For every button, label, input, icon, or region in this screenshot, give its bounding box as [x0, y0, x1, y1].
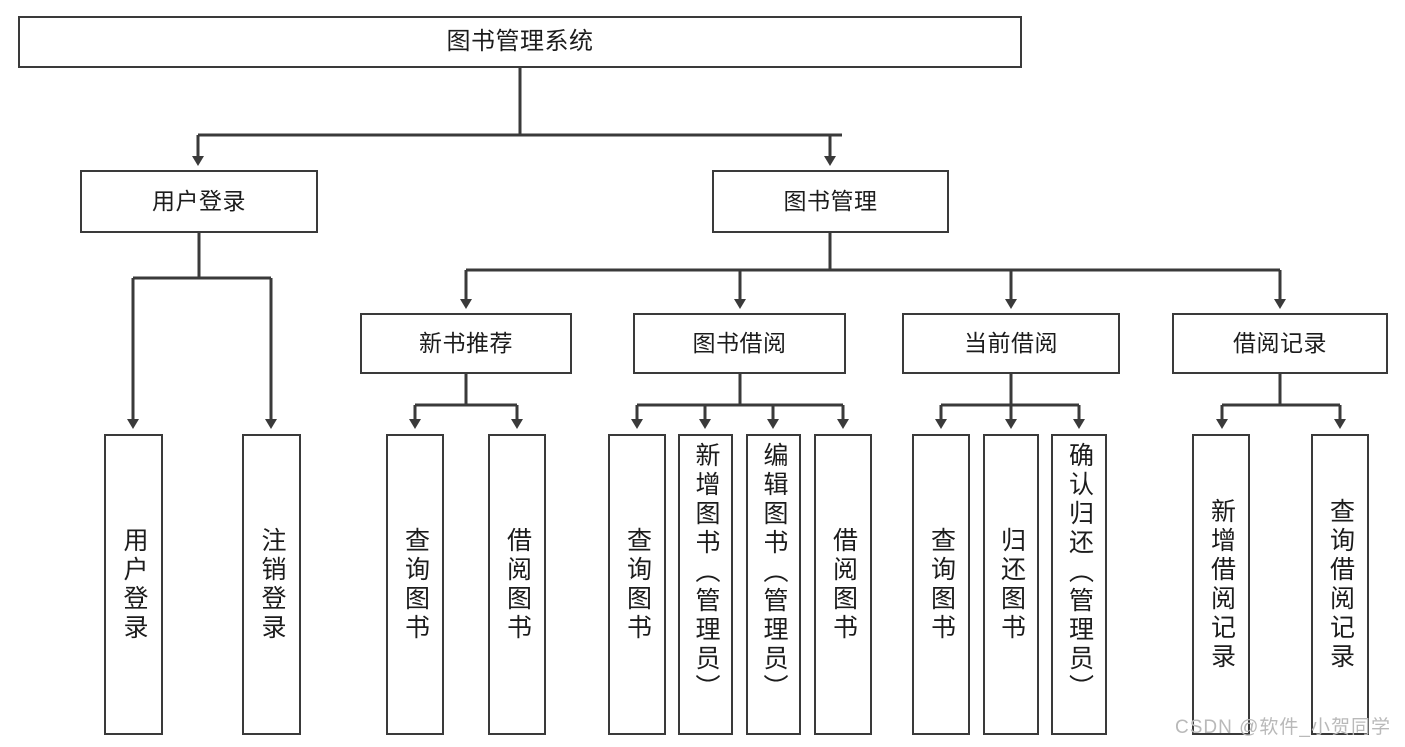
leaf-book-borrow-query-book[interactable]: 查询图书 — [608, 434, 666, 735]
node-new-book-recommendation[interactable]: 新书推荐 — [360, 313, 572, 374]
leaf-new-book-borrow-book[interactable]: 借阅图书 — [488, 434, 546, 735]
node-user-login[interactable]: 用户登录 — [80, 170, 318, 233]
node-label: 用户登录 — [120, 526, 148, 643]
leaf-book-borrow-add-book-admin[interactable]: 新增图书（管理员） — [678, 434, 733, 735]
leaf-new-book-query-book[interactable]: 查询图书 — [386, 434, 444, 735]
leaf-current-borrow-return-book[interactable]: 归还图书 — [983, 434, 1039, 735]
node-label: 查询图书 — [623, 526, 652, 643]
node-label: 查询借阅记录 — [1326, 497, 1355, 672]
node-book-management[interactable]: 图书管理 — [712, 170, 949, 233]
leaf-borrow-record-query-record[interactable]: 查询借阅记录 — [1311, 434, 1369, 735]
node-label: 确认归还（管理员） — [1065, 442, 1094, 703]
leaf-user-login-logout[interactable]: 注销登录 — [242, 434, 301, 735]
node-borrow-record[interactable]: 借阅记录 — [1172, 313, 1388, 374]
leaf-current-borrow-confirm-return-admin[interactable]: 确认归还（管理员） — [1051, 434, 1107, 735]
node-label: 当前借阅 — [964, 329, 1058, 356]
node-current-borrowing[interactable]: 当前借阅 — [902, 313, 1120, 374]
csdn-watermark: CSDN @软件_小贺同学 — [1175, 717, 1391, 738]
node-label: 图书管理 — [783, 187, 878, 214]
node-label: 用户登录 — [152, 187, 246, 214]
leaf-user-login-login[interactable]: 用户登录 — [104, 434, 163, 735]
node-label: 编辑图书（管理员） — [760, 442, 788, 703]
node-label: 借阅记录 — [1233, 329, 1327, 356]
node-label: 查询图书 — [927, 526, 956, 643]
node-book-borrowing[interactable]: 图书借阅 — [633, 313, 846, 374]
leaf-book-borrow-edit-book-admin[interactable]: 编辑图书（管理员） — [746, 434, 801, 735]
node-label: 图书借阅 — [692, 329, 787, 356]
node-label: 新增图书（管理员） — [692, 442, 720, 703]
node-label: 借阅图书 — [503, 526, 532, 643]
node-label: 新书推荐 — [419, 329, 513, 356]
node-label: 查询图书 — [401, 526, 430, 643]
node-label: 借阅图书 — [829, 526, 858, 643]
leaf-borrow-record-add-record[interactable]: 新增借阅记录 — [1192, 434, 1250, 735]
leaf-book-borrow-borrow-book[interactable]: 借阅图书 — [814, 434, 872, 735]
node-label: 新增借阅记录 — [1207, 497, 1236, 672]
node-root-book-management-system[interactable]: 图书管理系统 — [18, 16, 1022, 68]
node-label: 图书管理系统 — [446, 27, 594, 55]
leaf-current-borrow-query-book[interactable]: 查询图书 — [912, 434, 970, 735]
node-label: 注销登录 — [258, 526, 286, 643]
node-label: 归还图书 — [997, 526, 1026, 643]
